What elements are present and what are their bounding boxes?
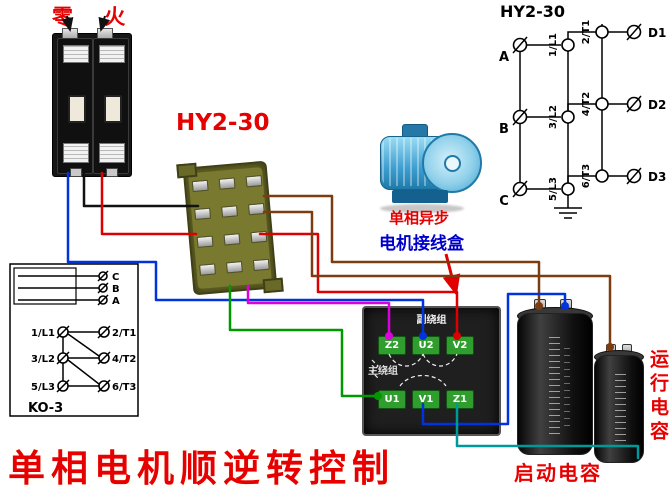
ko3-schematic: C B A 1/L1 2/T1 3/L2 4/T2 5/L3 6/T3 KO-3 xyxy=(9,263,139,417)
junction-top-label: 副绕组 xyxy=(416,315,447,326)
motor xyxy=(372,124,482,214)
breaker-rating-label xyxy=(63,45,89,63)
switch-pin xyxy=(248,202,265,216)
switch-pin xyxy=(250,230,268,244)
schematic-title: HY2-30 xyxy=(500,2,566,21)
wire-red-supply xyxy=(100,171,198,236)
start-capacitor-label: 启动电容 xyxy=(514,461,602,485)
start-capacitor xyxy=(517,299,593,455)
junction-terminal: U1 xyxy=(378,390,406,409)
terminal-label: 4/T2 xyxy=(112,354,136,365)
terminal-label: 4/T2 xyxy=(581,92,592,116)
circuit-breaker xyxy=(52,28,132,177)
terminal-label: 1/L1 xyxy=(548,33,559,57)
terminal-label: 1/L1 xyxy=(31,328,55,339)
switch-mount-tab xyxy=(262,277,284,294)
terminal-label: 2/T1 xyxy=(112,328,136,339)
switch-mount-tab xyxy=(176,162,198,179)
switch-pin xyxy=(223,233,241,246)
breaker-terminal xyxy=(70,168,82,177)
supply-label: 零 火 xyxy=(52,5,138,29)
breaker-rating-label xyxy=(99,143,125,163)
switch-pin xyxy=(221,205,239,218)
capacitor-markings xyxy=(549,333,561,435)
terminal-label: C xyxy=(499,194,509,209)
switch-pin xyxy=(199,263,216,276)
terminal-label: D2 xyxy=(648,98,666,112)
switch-pin xyxy=(196,235,214,248)
terminal-label: 3/L2 xyxy=(31,354,55,365)
switch-pin xyxy=(191,179,209,193)
terminal-label: B xyxy=(112,284,120,295)
terminal-label: 5/L3 xyxy=(548,177,559,201)
junction-terminal: U2 xyxy=(412,336,440,355)
terminal-label: 6/T3 xyxy=(581,164,592,188)
terminal-label: D3 xyxy=(648,170,666,184)
wire-green-switch-u1 xyxy=(228,284,380,398)
terminal-label: A xyxy=(112,296,120,307)
junction-terminal: V1 xyxy=(412,390,440,409)
switch-label: HY2-30 xyxy=(176,110,270,136)
page-title: 单相电机顺逆转控制 xyxy=(8,447,395,490)
breaker-toggle xyxy=(68,95,86,123)
junction-terminal: Z1 xyxy=(446,390,474,409)
switch-pin xyxy=(252,258,270,272)
motor-base xyxy=(392,190,448,203)
motor-shaft-hub xyxy=(444,155,461,172)
terminal-label: 6/T3 xyxy=(112,382,136,393)
breaker-rating-label xyxy=(63,143,89,163)
breaker-pole xyxy=(57,38,93,177)
terminal-label: 3/L2 xyxy=(548,105,559,129)
breaker-terminal xyxy=(106,168,118,177)
ko3-label: KO-3 xyxy=(28,401,63,416)
terminal-label: B xyxy=(499,122,509,137)
junction-side-label: 主绕组 xyxy=(368,366,398,377)
ground-icon xyxy=(554,195,582,219)
capacitor-markings xyxy=(563,342,570,426)
hy2-30-schematic: A 1/L1 2/T1 D1 B 3/L2 4/T2 D2 C 5/ xyxy=(499,20,666,219)
junction-terminal: Z2 xyxy=(378,336,406,355)
capacitor-markings xyxy=(615,370,627,448)
terminal-label: C xyxy=(112,272,119,283)
switch-pin xyxy=(194,207,212,221)
breaker-rating-label xyxy=(99,45,125,63)
pointer-arrow-icon xyxy=(442,253,461,296)
capacitor-body xyxy=(594,355,644,463)
run-capacitor-label: 运行电容 xyxy=(647,349,669,445)
breaker-pole xyxy=(93,38,129,177)
changeover-switch xyxy=(176,160,284,296)
terminal-label: 2/T1 xyxy=(581,20,592,44)
switch-pin xyxy=(218,177,236,190)
terminal-label: 5/L3 xyxy=(31,382,55,393)
breaker-toggle xyxy=(104,95,122,123)
run-capacitor xyxy=(594,344,644,464)
junction-box: 副绕组 主绕组 Z2 U2 V2 U1 V1 Z1 xyxy=(362,306,501,436)
switch-pin xyxy=(245,175,263,188)
junction-box-caption: 电机接线盒 xyxy=(379,234,464,254)
junction-terminal: V2 xyxy=(446,336,474,355)
motor-caption: 单相异步 xyxy=(389,209,450,227)
switch-pin xyxy=(225,261,243,274)
capacitor-body xyxy=(517,313,593,455)
terminal-label: D1 xyxy=(648,26,666,40)
terminal-label: A xyxy=(499,50,509,65)
